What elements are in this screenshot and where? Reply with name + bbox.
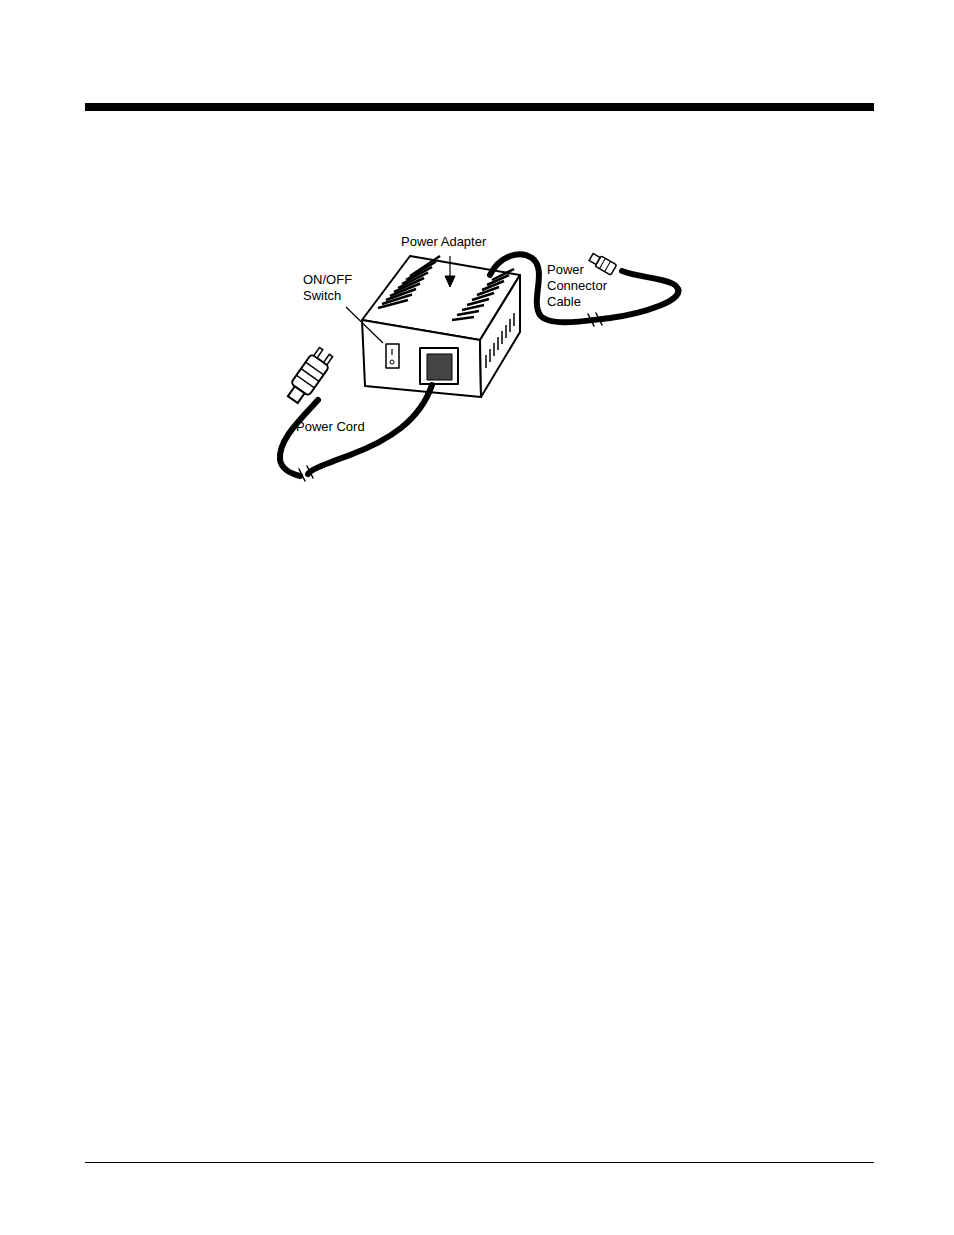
- top-rule: [85, 103, 874, 111]
- break-mark: [299, 466, 313, 481]
- vent-slot: [489, 349, 491, 362]
- cables: [280, 254, 679, 481]
- vent-slot: [467, 299, 489, 305]
- power-cord: [280, 400, 318, 476]
- vent-slot: [493, 343, 495, 356]
- vent-slot: [505, 325, 507, 338]
- vent-slot: [497, 337, 499, 350]
- vent-slot: [452, 317, 474, 320]
- vent-slot: [462, 305, 484, 310]
- power-connector-cable: [490, 254, 678, 322]
- power-socket: [420, 348, 458, 384]
- leader-lines: [346, 256, 455, 343]
- part-label: Power Adapter: [401, 234, 511, 250]
- vent-slot: [501, 331, 503, 344]
- leader-line: [346, 307, 383, 343]
- leader-line: [449, 256, 450, 276]
- vent-slot: [509, 319, 511, 332]
- vent-slot: [402, 267, 432, 284]
- on-off-switch: [386, 344, 399, 368]
- vent-slot: [485, 355, 487, 368]
- vent-slot: [513, 313, 515, 326]
- part-label: Power Cord: [296, 419, 386, 435]
- power-adapter-body: [362, 256, 520, 397]
- arrowhead: [445, 276, 455, 287]
- part-label: ON/OFF Switch: [303, 272, 365, 304]
- vent-slot: [406, 262, 436, 281]
- bottom-rule: [85, 1162, 874, 1163]
- vent-slot: [457, 311, 479, 315]
- break-mark: [588, 313, 602, 326]
- part-label: Power Connector Cable: [547, 262, 627, 310]
- vent-slot: [410, 256, 440, 276]
